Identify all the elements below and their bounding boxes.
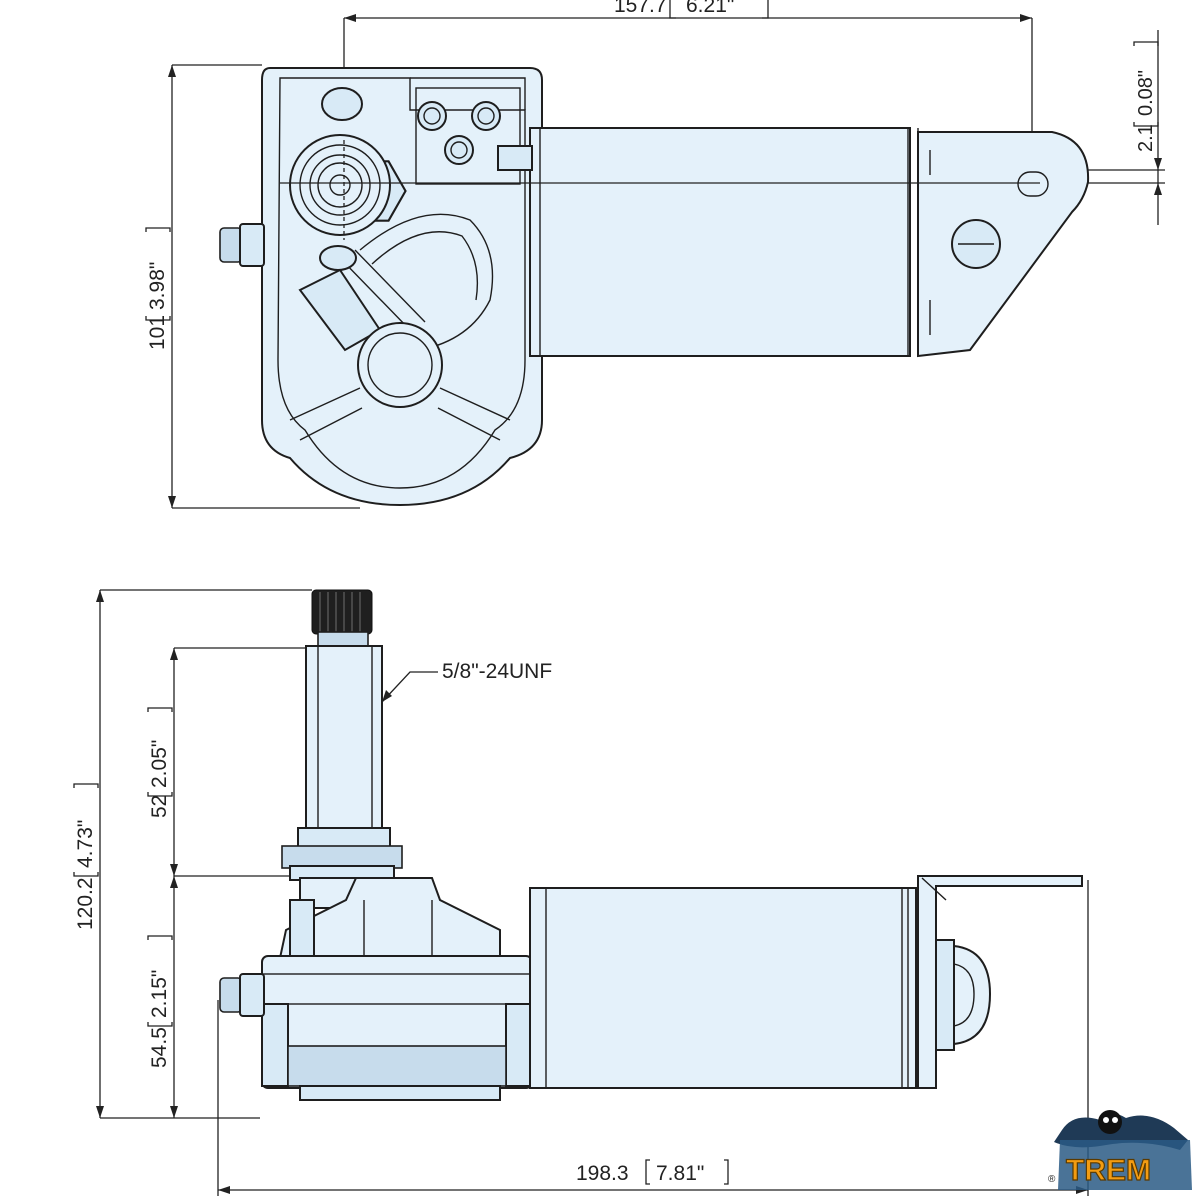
- top-view: 157.7 6.21" 101 3.98" 2.1: [145, 0, 1165, 509]
- housing-bolts: [321, 87, 501, 165]
- dim-length-inch: 7.81": [656, 1162, 704, 1185]
- side-terminal-top: [219, 223, 265, 267]
- dim-shaft: 52 2.05": [147, 647, 306, 877]
- motor-can-side: [529, 887, 917, 1089]
- dim-length-value: 198.3: [576, 1162, 629, 1185]
- trem-logo: TREM ®: [1048, 1110, 1192, 1190]
- output-shaft-top: [289, 134, 407, 236]
- dim-base-inch: 2.15": [148, 970, 171, 1018]
- dim-height-value: 101: [146, 315, 169, 350]
- shaft-cap: [311, 589, 373, 647]
- dim-base: 54.5 2.15": [147, 876, 178, 1118]
- dim-height-inch: 3.98": [146, 262, 169, 310]
- end-bracket-side: [917, 875, 1083, 1089]
- end-bracket-top: [917, 131, 1090, 358]
- output-shaft-side: [281, 645, 403, 881]
- dim-shaft-value: 52: [148, 795, 171, 818]
- dim-total-height: 120.2 4.73": [73, 589, 312, 1119]
- logo-octopus-icon: [1098, 1110, 1122, 1134]
- dim-width-inch: 6.21": [686, 0, 734, 17]
- logo-brand: TREM: [1066, 1154, 1151, 1187]
- dim-offset-value: 2.1: [1135, 124, 1157, 152]
- dim-width-value: 157.7: [614, 0, 667, 17]
- crank-mechanism-top: [289, 213, 511, 441]
- side-terminal-side: [219, 973, 265, 1017]
- motor-can-top: [497, 127, 919, 357]
- dim-shaft-inch: 2.05": [148, 740, 171, 788]
- dim-width-top: 157.7 6.21": [343, 0, 1033, 182]
- thread-label: 5/8"-24UNF: [442, 660, 552, 683]
- thread-label-group: 5/8"-24UNF: [381, 660, 552, 703]
- dim-offset-inch: 0.08": [1135, 70, 1157, 116]
- side-view: 120.2 4.73" 52 2.05" 54.5: [73, 589, 1089, 1196]
- dim-total-height-value: 120.2: [74, 877, 97, 930]
- logo-registered: ®: [1048, 1174, 1056, 1185]
- gear-hub-side: [278, 877, 501, 959]
- dim-base-value: 54.5: [148, 1027, 171, 1068]
- dim-offset-top: 2.1 0.08": [1040, 30, 1165, 225]
- dim-height-top: 101 3.98": [145, 64, 360, 509]
- dim-total-height-inch: 4.73": [74, 820, 97, 868]
- gearbox-base-side: [261, 955, 533, 1101]
